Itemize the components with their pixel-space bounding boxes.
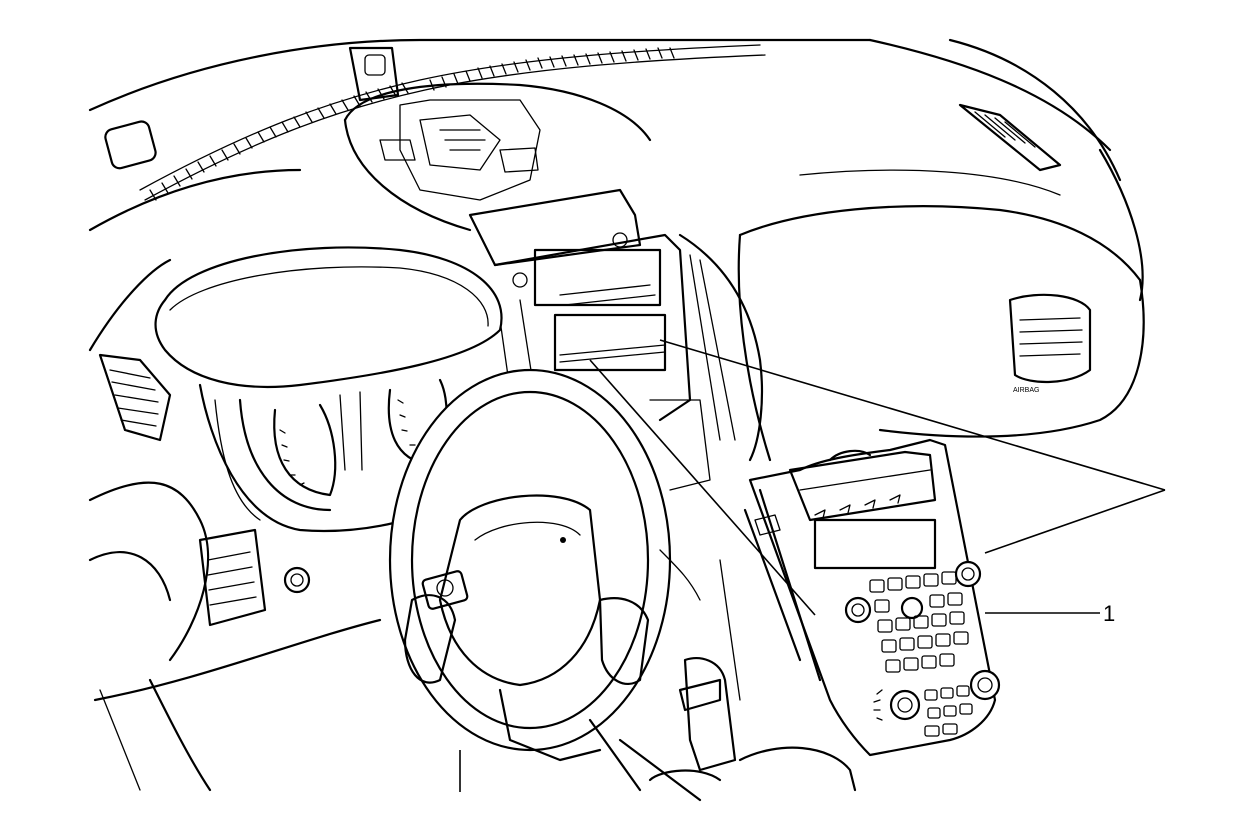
defrost-vent: [149, 47, 675, 201]
right-vent: AIRBAG: [1008, 293, 1092, 394]
instrument-cluster: [154, 246, 503, 533]
right-corner-vent: [958, 103, 1062, 172]
airbag-stamp: AIRBAG: [1013, 387, 1039, 394]
radio-buttons: [869, 571, 973, 737]
leader-lines: [459, 339, 1166, 792]
left-vent: [98, 353, 172, 442]
top-center-module: [343, 46, 652, 232]
radio-cavity: [468, 188, 764, 491]
dashboard-icon: [88, 38, 1145, 792]
center-console: [588, 549, 857, 802]
callout-1-label: 1: [1103, 601, 1115, 626]
steering-wheel-icon: [388, 368, 672, 762]
lower-left-vent: [198, 528, 311, 627]
radio-control-panel-icon: [743, 438, 1001, 757]
